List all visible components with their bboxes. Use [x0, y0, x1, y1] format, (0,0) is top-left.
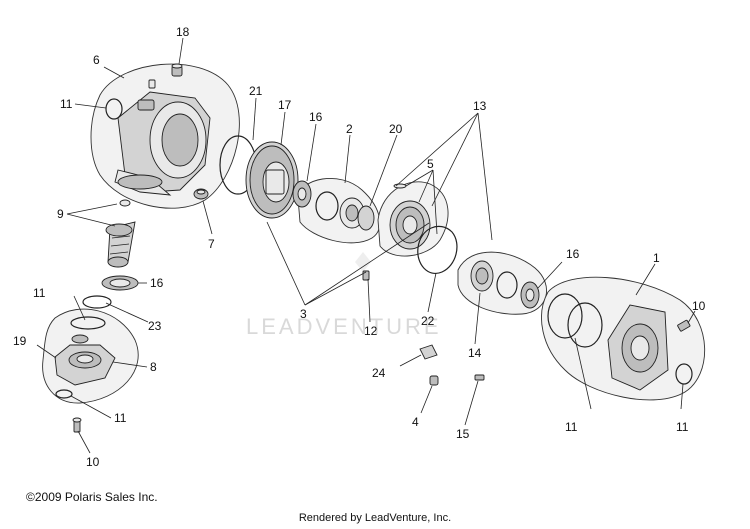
bushing[interactable]: [193, 188, 209, 200]
oil-seal-housing[interactable]: [105, 98, 123, 120]
callout-21: 21: [249, 84, 263, 98]
callout-11-oring: 11: [33, 286, 46, 300]
callout-13: 13: [473, 99, 487, 113]
output-hub[interactable]: [470, 260, 494, 292]
roller-cage[interactable]: [389, 200, 431, 250]
callout-16-center: 16: [309, 110, 323, 124]
cover-bolt[interactable]: [72, 417, 82, 433]
callout-23: 23: [148, 319, 162, 333]
front-gearcase-housing[interactable]: [114, 91, 211, 196]
callout-19: 19: [13, 334, 27, 348]
cover-bolt-right[interactable]: [677, 319, 691, 332]
callout-24: 24: [372, 366, 386, 380]
pinion-cover[interactable]: [54, 344, 116, 386]
callout-2: 2: [346, 122, 353, 136]
watermark-text: LEADVENTURE: [246, 314, 442, 339]
callout-5: 5: [427, 157, 434, 171]
cover-bearing-seal[interactable]: [71, 334, 89, 344]
roller-spring[interactable]: [393, 183, 407, 189]
callout-16-left: 16: [150, 276, 164, 290]
callout-14: 14: [468, 346, 482, 360]
pinion-gear-assembly[interactable]: [105, 199, 136, 268]
bearing-16-center[interactable]: [292, 180, 312, 208]
callout-12: 12: [364, 324, 378, 338]
fitting-4[interactable]: [429, 375, 439, 386]
o-ring-cover-2[interactable]: [567, 302, 603, 348]
callout-11-cover-seal: 11: [676, 420, 689, 434]
leadventure-watermark: LEADVENTURE: [246, 252, 442, 339]
copyright-text: ©2009 Polaris Sales Inc.: [26, 490, 158, 504]
roller-cage-hub[interactable]: [357, 205, 375, 231]
callout-15: 15: [456, 427, 470, 441]
fill-plug[interactable]: [171, 63, 183, 77]
callout-16-right: 16: [566, 247, 580, 261]
ring-gear[interactable]: [245, 141, 299, 219]
rendered-by-text: Rendered by LeadVenture, Inc.: [298, 512, 452, 524]
oil-seal-cover[interactable]: [55, 389, 73, 399]
callout-9: 9: [57, 207, 64, 221]
callout-18: 18: [176, 25, 190, 39]
callout-11-housing-seal: 11: [60, 97, 73, 111]
callout-11-cover-seal-left: 11: [114, 411, 127, 425]
bearing-16-right[interactable]: [520, 281, 540, 309]
oil-seal-cover-right[interactable]: [675, 363, 693, 385]
hub-spacer[interactable]: [496, 271, 518, 299]
callout-7: 7: [208, 237, 215, 251]
pin-15[interactable]: [474, 374, 485, 381]
cover-gasket[interactable]: [417, 225, 458, 274]
callout-11-cover-orings: 11: [565, 420, 578, 434]
callout-3: 3: [300, 307, 307, 321]
leader-lines: [36, 37, 696, 454]
callout-numbers: 18 6 11 9 7 21 17 16 2 20 5 13 3 12 22 1…: [13, 25, 706, 469]
callout-10-right: 10: [692, 299, 706, 313]
gearcase-cover[interactable]: [607, 304, 669, 391]
callout-1: 1: [653, 251, 660, 265]
callout-4: 4: [412, 415, 419, 429]
o-ring-cover-1[interactable]: [547, 293, 583, 339]
o-ring-cover[interactable]: [70, 316, 106, 330]
pinion-bearing[interactable]: [101, 275, 139, 291]
shim-ring[interactable]: [82, 295, 112, 309]
bracket-24[interactable]: [419, 344, 438, 360]
callout-22: 22: [421, 314, 435, 328]
callout-8: 8: [150, 360, 157, 374]
callout-6: 6: [93, 53, 100, 67]
callout-20: 20: [389, 122, 403, 136]
breather-fitting: [148, 79, 156, 89]
callout-10-left: 10: [86, 455, 100, 469]
callout-17: 17: [278, 98, 292, 112]
